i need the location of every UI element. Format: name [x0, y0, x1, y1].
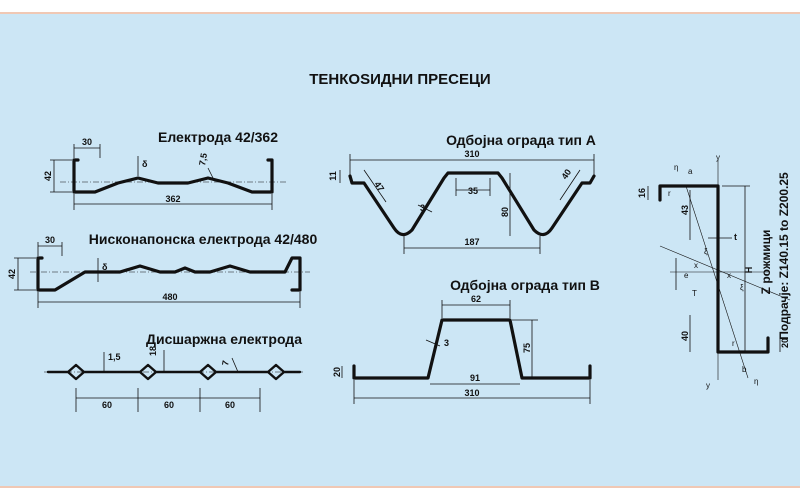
z-label-r-top: r [668, 189, 671, 198]
z-label-xi-bottom: ξ [740, 283, 744, 292]
ba-bottom: 187 [464, 237, 479, 247]
z-label-a: a [688, 167, 693, 176]
discharge-electrode-title: Дисшаржна електрода [146, 331, 302, 347]
barrier-type-b: Одбојна ограда тип В 62 3 75 20 91 310 [332, 277, 600, 404]
ba-crest: 35 [468, 186, 478, 196]
z-label-t: T [692, 289, 697, 298]
e1-total: 362 [165, 194, 180, 204]
e2-height: 42 [7, 269, 17, 279]
d-rib: 7 [220, 360, 231, 367]
e2-thickness: δ [102, 262, 108, 272]
drawing-panel [0, 12, 800, 488]
d-pitch-2: 60 [164, 400, 174, 410]
d-thickness: 1,5 [108, 352, 121, 362]
barrier-b-profile [352, 318, 592, 380]
e1-height: 42 [43, 171, 53, 181]
e1-thickness: δ [142, 159, 148, 169]
barrier-type-a: Одбојна ограда тип А 310 11 47 40 3 35 8… [328, 132, 596, 254]
main-title: ТЕНКОЅИДНИ ПРЕСЕЦИ [309, 71, 490, 88]
bb-depth: 75 [522, 343, 532, 353]
ba-total: 310 [464, 149, 479, 159]
barrier-b-title: Одбојна ограда тип В [450, 277, 600, 293]
ba-thickness: 3 [420, 203, 425, 213]
e2-top-width: 30 [45, 235, 55, 245]
e1-rib: 7,5 [197, 152, 209, 166]
z-top-lip: 16 [637, 188, 647, 198]
bb-flange: 20 [332, 367, 342, 377]
bb-bottom: 91 [470, 373, 480, 383]
z-label-r-bottom: r [732, 339, 735, 348]
e1-top-width: 30 [82, 137, 92, 147]
d-pitch-height: 18 [148, 346, 158, 356]
bb-total: 310 [464, 388, 479, 398]
electrode-42-362: Електрода 42/362 30 42 δ 7,5 362 [43, 129, 288, 210]
low-voltage-electrode-title: Нисконапонска електрода 42/480 [89, 231, 318, 247]
z-profile: H 16 43 40 20 t e y y x x a b r [637, 153, 791, 390]
z-label-eta-top: η [674, 163, 678, 172]
d-pitch-3: 60 [225, 400, 235, 410]
low-voltage-electrode: Нисконапонска електрода 42/480 30 42 δ 4… [7, 231, 317, 308]
barrier-a-title: Одбојна ограда тип А [446, 132, 596, 148]
z-height: H [744, 267, 754, 274]
z-label-y-bottom: y [706, 381, 710, 390]
z-label-x-left: x [694, 261, 698, 270]
barrier-a-profile [348, 171, 596, 237]
electrode-42-362-title: Електрода 42/362 [158, 129, 278, 145]
ba-flange: 11 [328, 171, 338, 181]
z-label-b: b [742, 365, 747, 374]
z-caption-line2: Подрачје: Z140.15 to Z200.25 [777, 172, 791, 340]
z-bottom-lip: 20 [780, 338, 790, 348]
z-label-xi-top: ξ [704, 247, 708, 256]
d-pitch-1: 60 [102, 400, 112, 410]
z-bottom: 40 [680, 331, 690, 341]
ba-depth: 80 [500, 207, 510, 217]
bb-thickness: 3 [444, 338, 449, 348]
z-e: e [684, 271, 689, 280]
z-top-width: 43 [680, 205, 690, 215]
ba-slope-right: 40 [559, 167, 573, 181]
electrode-42-362-profile [72, 158, 274, 194]
z-label-eta-bottom: η [754, 377, 758, 386]
z-label-y-top: y [716, 153, 720, 162]
ba-slope-left: 47 [372, 180, 386, 194]
discharge-electrode: Дисшаржна електрода 1,5 18 7 60 60 60 [44, 331, 304, 412]
z-caption-line1: Z рожмици [759, 230, 773, 295]
z-label-x-right: x [727, 271, 731, 280]
low-voltage-electrode-profile [36, 256, 302, 292]
z-thickness: t [734, 232, 737, 242]
bb-top: 62 [471, 294, 481, 304]
e2-total: 480 [162, 292, 177, 302]
